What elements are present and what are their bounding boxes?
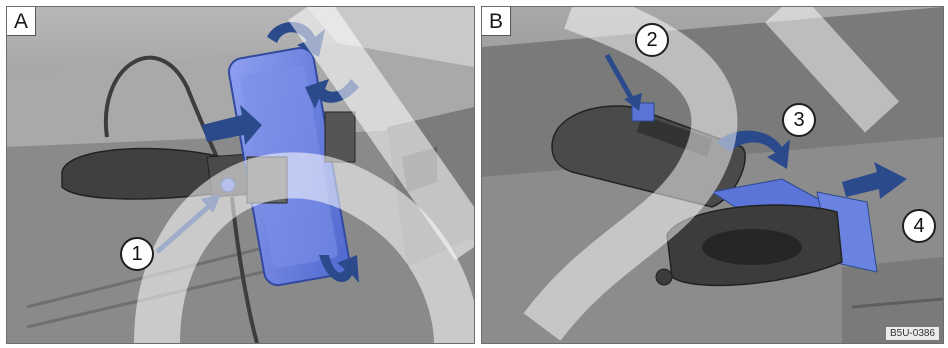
image-code-label: B5U-0386 (886, 327, 939, 340)
illustration-panel-b: B 2 3 4 B5U-0386 (481, 6, 944, 344)
panel-label-a: A (7, 7, 36, 36)
callout-1: 1 (120, 237, 154, 271)
illustration-panel-a: A 1 (6, 6, 475, 344)
holder-disassembly-illustration (482, 7, 943, 343)
panel-label-b: B (482, 7, 511, 36)
phone-holder-illustration (7, 7, 474, 343)
callout-2: 2 (635, 23, 669, 57)
callout-4: 4 (902, 209, 936, 243)
callout-3: 3 (782, 103, 816, 137)
